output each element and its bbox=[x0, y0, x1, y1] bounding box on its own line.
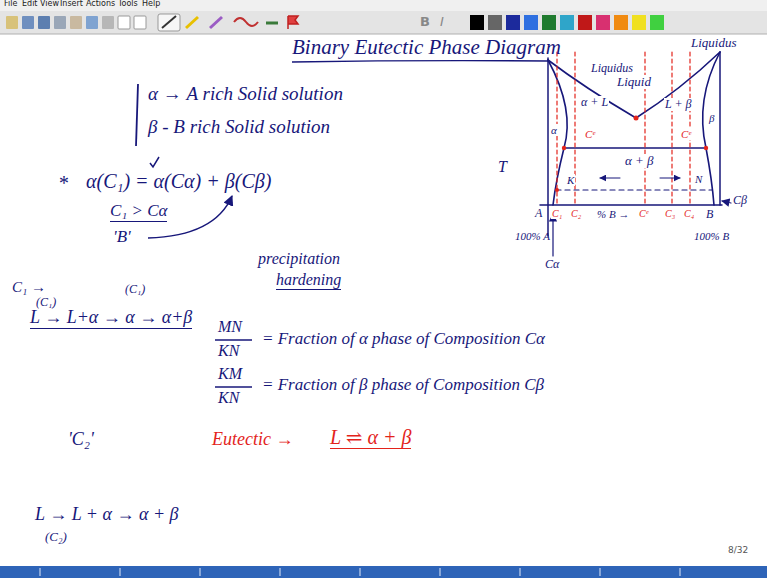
menu-item: Edit bbox=[22, 0, 38, 9]
curve-label: Liquidus bbox=[590, 62, 634, 75]
definition-note: β - B rich Solid solution bbox=[148, 117, 330, 138]
axis-tick-label: C₂ bbox=[570, 208, 582, 219]
menu-item: Actions bbox=[86, 0, 115, 9]
definition-note: α → A rich Solid solution bbox=[148, 84, 343, 105]
reaction-sequence: L → L + α → α + β bbox=[35, 505, 179, 525]
condition-note: C₁ > Cα bbox=[110, 202, 167, 222]
bullet-mark: * bbox=[58, 172, 68, 194]
menu-item: File bbox=[4, 0, 17, 9]
menu-item: Help bbox=[142, 0, 160, 9]
fraction-numerator: KM bbox=[218, 365, 242, 383]
annotation: hardening bbox=[276, 271, 341, 290]
curve-label: Liquidus bbox=[690, 36, 738, 50]
composition-label: Cᵉ bbox=[680, 128, 692, 140]
toolbar-button: I bbox=[440, 15, 444, 29]
axis-tick-label: C₄ bbox=[683, 208, 695, 219]
menu-item: Tools bbox=[118, 0, 138, 9]
point-label: K bbox=[566, 174, 575, 186]
toolbar-button: B bbox=[420, 15, 430, 29]
composition-label: (C₁) bbox=[125, 283, 145, 296]
menu-item: Insert bbox=[60, 0, 83, 9]
phase-field-label: α + L bbox=[580, 96, 609, 109]
fraction-numerator: MN bbox=[218, 318, 242, 336]
axis-label: A bbox=[535, 207, 542, 220]
lever-rule-note: = Fraction of β phase of Composition Cβ bbox=[262, 376, 544, 395]
bottom-bar bbox=[0, 566, 767, 578]
page-number: 8/32 bbox=[728, 546, 748, 556]
axis-tick-label: Cᵉ bbox=[638, 208, 649, 219]
phase-field-label: α bbox=[550, 124, 558, 136]
phase-diagram bbox=[540, 52, 731, 256]
reaction-name: Eutectic → bbox=[212, 430, 293, 450]
composition-label: Cβ bbox=[733, 194, 747, 207]
toolbar bbox=[0, 0, 767, 34]
axis-end-label: 100% B bbox=[694, 230, 729, 242]
page-title: Binary Eutectic Phase Diagram bbox=[292, 36, 561, 59]
axis-tick-label: C₁ bbox=[551, 208, 563, 219]
fraction-denominator: KN bbox=[218, 389, 239, 407]
eutectic-reaction: L ⇌ α + β bbox=[330, 426, 411, 449]
composition-label: (C₂) bbox=[45, 530, 67, 544]
axis-label: B bbox=[705, 208, 714, 221]
composition-label: 'C₂' bbox=[68, 430, 94, 450]
lever-rule-note: = Fraction of α phase of Composition Cα bbox=[262, 330, 545, 349]
composition-label: C₁ → bbox=[12, 279, 46, 296]
phase-field-label: Liquid bbox=[616, 75, 652, 89]
annotation: precipitation bbox=[258, 250, 340, 268]
reaction-sequence: L → L+α → α → α+β bbox=[30, 308, 192, 329]
phase-field-label: α + β bbox=[624, 154, 655, 168]
equation: α(C₁) = α(Cα) + β(Cβ) bbox=[86, 170, 271, 192]
element-label: 'B' bbox=[113, 228, 131, 247]
composition-label: Cᵉ bbox=[584, 128, 596, 140]
axis-end-label: 100% A bbox=[515, 230, 550, 242]
phase-field-label: β bbox=[708, 112, 715, 124]
composition-label: Cα bbox=[545, 258, 559, 271]
fraction-denominator: KN bbox=[218, 342, 239, 360]
point-label: N bbox=[694, 173, 703, 185]
axis-tick-label: C₃ bbox=[664, 208, 676, 219]
phase-field-label: L + β bbox=[664, 98, 693, 111]
axis-label: T bbox=[498, 158, 507, 176]
axis-label: % B → bbox=[596, 208, 630, 220]
menu-item: View bbox=[40, 0, 59, 9]
